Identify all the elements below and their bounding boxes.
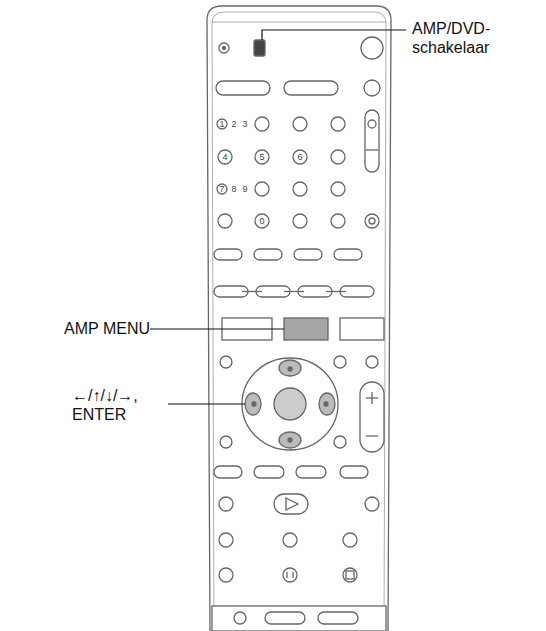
- leader-line: [150, 328, 284, 329]
- part-label: AMP MENU: [64, 319, 150, 338]
- button-digit: 0: [257, 216, 267, 226]
- button-digit: 9: [240, 184, 250, 194]
- part-label: ←/↑/↓/→, ENTER: [72, 386, 166, 424]
- button-digit: 2: [229, 119, 239, 129]
- button-digit: 8: [229, 184, 239, 194]
- button-digit: 1: [217, 119, 227, 129]
- part-label: AMP/DVD- schakelaar: [412, 19, 537, 57]
- button-digit: 3: [240, 119, 250, 129]
- button-digit: 4: [220, 152, 230, 162]
- button-digit: 6: [295, 152, 305, 162]
- leader-line: [168, 403, 245, 404]
- button-digit: 5: [257, 152, 267, 162]
- leader-line: [262, 30, 406, 40]
- button-digit: 7: [217, 184, 227, 194]
